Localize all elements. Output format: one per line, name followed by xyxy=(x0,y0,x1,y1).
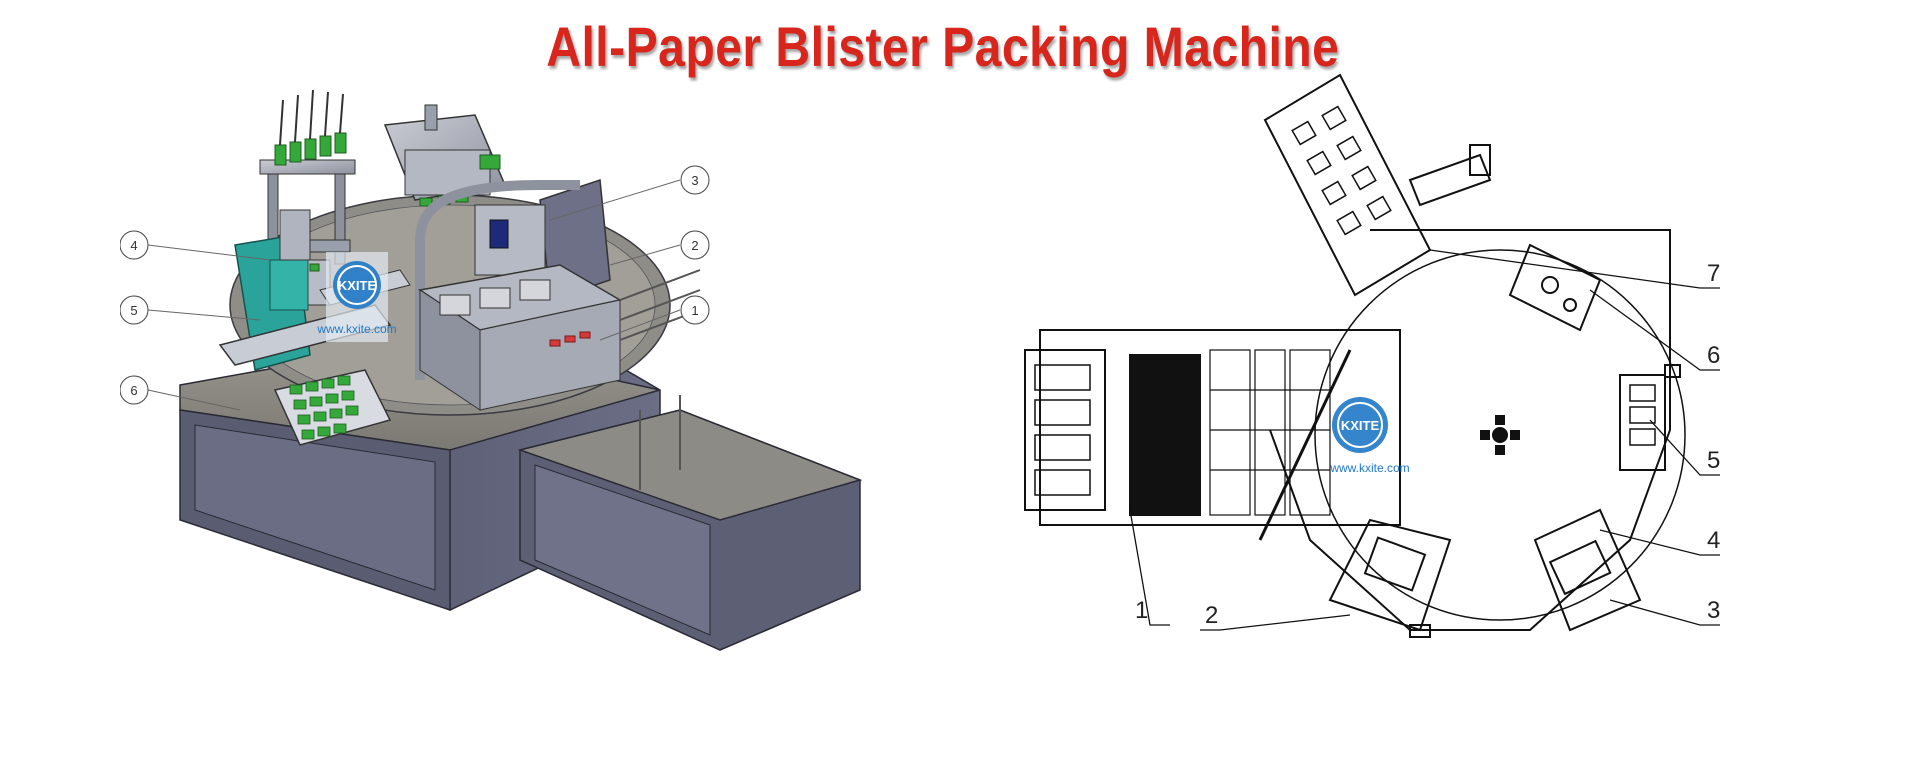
callout-3: 3 xyxy=(680,165,710,195)
plan-label-6: 6 xyxy=(1707,342,1720,369)
page-title: All-Paper Blister Packing Machine xyxy=(546,15,1340,78)
station-3-top-press xyxy=(383,104,507,207)
station-1-paper-feeder xyxy=(418,264,701,490)
plan-label-1: 1 xyxy=(1135,597,1148,624)
svg-text:4: 4 xyxy=(1707,527,1720,554)
plan-station-2 xyxy=(1328,518,1452,638)
callout-2: 2 xyxy=(680,230,710,260)
watermark-right: KXITE www.kxite.com xyxy=(1329,397,1410,475)
callout-4: 4 xyxy=(120,230,149,260)
callout-6-label: 6 xyxy=(130,383,137,398)
callout-leaders xyxy=(147,179,681,411)
plan-station-7-magazine xyxy=(1263,73,1492,297)
plan-label-2: 2 xyxy=(1205,602,1218,629)
callout-5: 5 xyxy=(120,295,149,325)
plan-label-7: 7 xyxy=(1707,260,1720,287)
svg-text:5: 5 xyxy=(1707,447,1720,474)
svg-text:7: 7 xyxy=(1707,260,1720,287)
callout-5-label: 5 xyxy=(130,303,137,318)
callout-1: 1 xyxy=(680,295,710,325)
plan-station-6 xyxy=(1508,243,1602,332)
watermark-right-url: www.kxite.com xyxy=(1329,461,1409,475)
plan-leaders xyxy=(1129,249,1720,631)
watermark-left: KXITE www.kxite.com xyxy=(316,252,397,342)
watermark-right-logo-text: KXITE xyxy=(1341,418,1380,433)
callout-1-label: 1 xyxy=(691,303,698,318)
watermark-logo-text: KXITE xyxy=(338,278,377,293)
plan-station-3 xyxy=(1533,508,1642,632)
svg-text:6: 6 xyxy=(1707,342,1720,369)
watermark-url: www.kxite.com xyxy=(316,322,396,336)
isometric-machine-view: KXITE www.kxite.com 1 2 3 4 5 6 xyxy=(120,90,863,651)
svg-text:2: 2 xyxy=(1205,602,1218,629)
svg-text:1: 1 xyxy=(1135,597,1148,624)
callout-6: 6 xyxy=(120,375,149,405)
plan-station-5 xyxy=(1619,364,1681,471)
callout-3-label: 3 xyxy=(691,173,698,188)
callout-4-label: 4 xyxy=(130,238,137,253)
svg-text:3: 3 xyxy=(1707,597,1720,624)
machine-base xyxy=(179,319,863,651)
plan-label-5: 5 xyxy=(1707,447,1720,474)
plan-infeed-station-1 xyxy=(1024,329,1401,541)
plan-label-4: 4 xyxy=(1707,527,1720,554)
plan-label-3: 3 xyxy=(1707,597,1720,624)
callout-2-label: 2 xyxy=(691,238,698,253)
plan-center-hub xyxy=(1480,415,1520,455)
plan-view-drawing: KXITE www.kxite.com 1 2 3 4 5 6 7 xyxy=(1024,73,1720,638)
